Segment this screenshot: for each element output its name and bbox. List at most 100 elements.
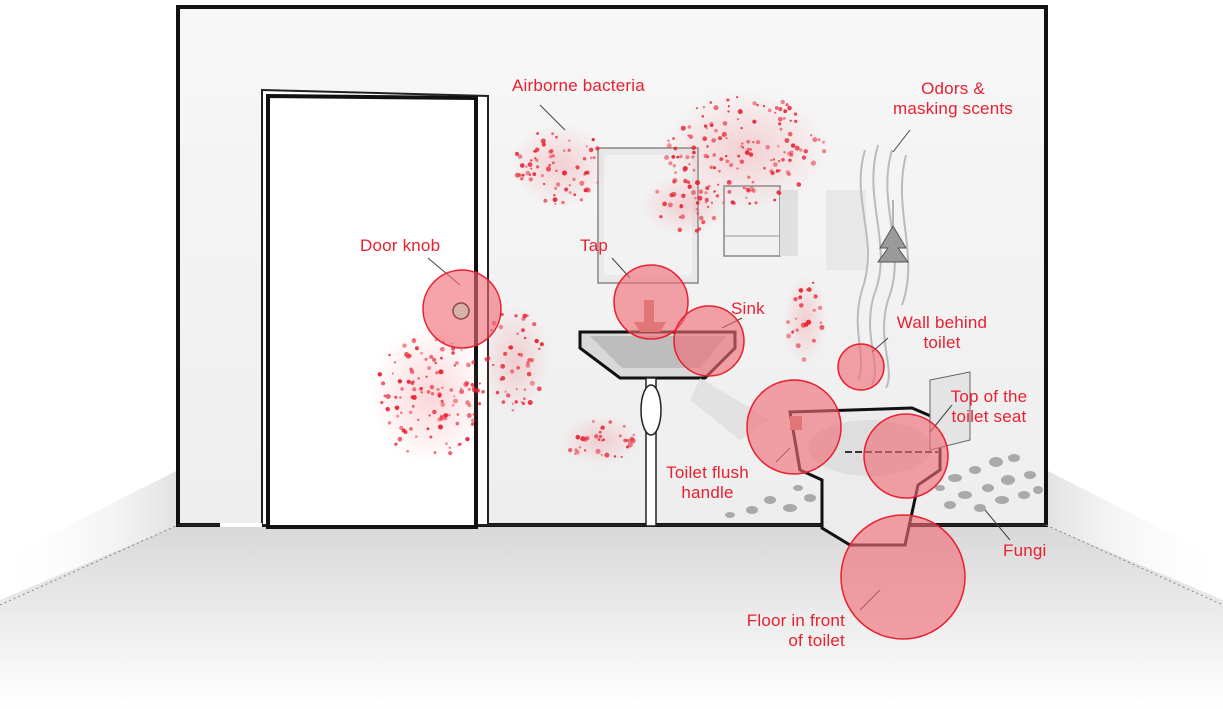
bacteria-dot bbox=[515, 152, 519, 156]
bacteria-dot bbox=[776, 190, 780, 194]
bacteria-dot bbox=[747, 176, 750, 179]
bacteria-dot bbox=[471, 360, 475, 364]
bacteria-dot bbox=[786, 320, 790, 324]
bacteria-dot bbox=[440, 357, 443, 360]
bacteria-dot bbox=[740, 160, 744, 164]
bacteria-dot bbox=[543, 199, 547, 203]
bacteria-dot bbox=[688, 163, 690, 165]
bacteria-dot bbox=[727, 110, 729, 112]
bacteria-dot bbox=[599, 435, 602, 438]
bacteria-dot bbox=[537, 386, 542, 391]
bacteria-dot bbox=[667, 140, 669, 142]
bacteria-dot bbox=[384, 395, 387, 398]
bacteria-dot bbox=[793, 297, 797, 301]
bacteria-dot bbox=[672, 180, 676, 184]
label-floor-front: Floor in front of toilet bbox=[705, 611, 845, 651]
bacteria-dot bbox=[475, 388, 480, 393]
bacteria-dot bbox=[685, 155, 689, 159]
bacteria-dot bbox=[406, 450, 409, 453]
bacteria-dot bbox=[459, 443, 461, 445]
bacteria-dot bbox=[756, 104, 759, 107]
bacteria-dot bbox=[541, 174, 544, 177]
bacteria-dot bbox=[723, 121, 728, 126]
bacteria-dot bbox=[773, 162, 778, 167]
bacteria-dot bbox=[432, 410, 437, 415]
bacteria-dot bbox=[621, 456, 623, 458]
bacteria-dot bbox=[400, 387, 404, 391]
bacteria-dot bbox=[601, 454, 603, 456]
bacteria-dot bbox=[804, 149, 808, 153]
bacteria-dot bbox=[412, 395, 417, 400]
bacteria-dot bbox=[459, 389, 464, 394]
bacteria-dot bbox=[752, 120, 756, 124]
bacteria-dot bbox=[546, 166, 551, 171]
bacteria-dot bbox=[773, 158, 775, 160]
bacteria-dot bbox=[609, 420, 613, 424]
bacteria-dot bbox=[695, 229, 699, 233]
bacteria-dot bbox=[455, 361, 459, 365]
bacteria-dot bbox=[781, 158, 785, 162]
bacteria-dot bbox=[548, 150, 552, 154]
bacteria-dot bbox=[584, 189, 588, 193]
bacteria-dot bbox=[619, 435, 622, 438]
bacteria-dot bbox=[600, 427, 602, 429]
bacteria-dot bbox=[763, 167, 766, 170]
bacteria-dot bbox=[592, 420, 595, 423]
bacteria-dot bbox=[386, 394, 391, 399]
bacteria-dot bbox=[503, 352, 507, 356]
bacteria-dot bbox=[687, 181, 691, 185]
bacteria-dot bbox=[716, 194, 719, 197]
bacteria-dot bbox=[438, 369, 443, 374]
bacteria-dot bbox=[728, 190, 732, 194]
bacteria-dot bbox=[725, 155, 727, 157]
bacteria-dot bbox=[680, 214, 685, 219]
bacteria-dot bbox=[451, 351, 455, 355]
bacteria-dot bbox=[536, 132, 539, 135]
bacteria-dot bbox=[705, 198, 709, 202]
label-fungi: Fungi bbox=[1003, 541, 1047, 561]
bacteria-dot bbox=[398, 379, 402, 383]
bacteria-dot bbox=[398, 437, 403, 442]
bacteria-dot bbox=[460, 387, 462, 389]
bacteria-dot bbox=[472, 386, 476, 390]
bacteria-dot bbox=[722, 202, 724, 204]
bacteria-dot bbox=[449, 388, 453, 392]
bacteria-dot bbox=[528, 400, 533, 405]
bacteria-dot bbox=[743, 187, 745, 189]
bacteria-dot bbox=[501, 376, 506, 381]
bacteria-dot bbox=[579, 181, 584, 186]
bacteria-dot bbox=[780, 128, 783, 131]
bacteria-dot bbox=[785, 138, 790, 143]
bacteria-dot bbox=[672, 137, 675, 140]
bacteria-dot bbox=[789, 150, 793, 154]
bacteria-dot bbox=[499, 325, 504, 330]
bacteria-dot bbox=[795, 146, 800, 151]
bacteria-dot bbox=[697, 196, 702, 201]
bacteria-dot bbox=[740, 145, 742, 147]
bacteria-dot bbox=[807, 287, 812, 292]
bacteria-dot bbox=[799, 303, 804, 308]
bacteria-dot bbox=[441, 387, 443, 389]
bacteria-dot bbox=[579, 446, 582, 449]
bacteria-dot bbox=[467, 413, 472, 418]
bacteria-dot bbox=[812, 137, 817, 142]
bacteria-dot bbox=[696, 212, 699, 215]
bacteria-dot bbox=[583, 157, 586, 160]
bacteria-dot bbox=[520, 177, 523, 180]
bacteria-dot bbox=[706, 145, 708, 147]
bacteria-dot bbox=[726, 160, 730, 164]
bacteria-dot bbox=[718, 136, 722, 140]
bacteria-dot bbox=[574, 453, 576, 455]
bacteria-dot bbox=[812, 282, 814, 284]
bacteria-dot bbox=[775, 106, 779, 110]
bacteria-dot bbox=[812, 339, 816, 343]
bacteria-dot bbox=[454, 364, 456, 366]
bacteria-dot bbox=[549, 155, 552, 158]
bacteria-dot bbox=[394, 361, 396, 363]
bacteria-dot bbox=[655, 190, 659, 194]
bacteria-dot bbox=[709, 122, 714, 127]
bacteria-dot bbox=[710, 165, 714, 169]
bacteria-dot bbox=[746, 140, 750, 144]
bacteria-dot bbox=[727, 180, 732, 185]
bacteria-dot bbox=[754, 201, 757, 204]
